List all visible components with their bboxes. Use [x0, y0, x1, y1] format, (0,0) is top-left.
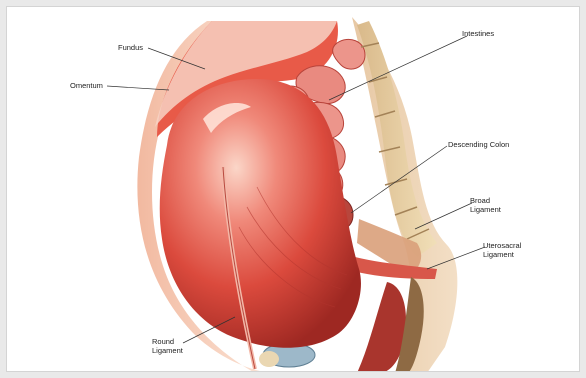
label-uterosacral-ligament-line2: Ligament: [483, 250, 521, 259]
cervix: [357, 282, 406, 372]
label-fundus: Fundus: [118, 43, 143, 52]
pubic-bone: [259, 351, 279, 367]
illustration-frame: Fundus Omentum Intestines Descending Col…: [6, 6, 580, 372]
label-descending-colon: Descending Colon: [448, 140, 509, 149]
anatomy-illustration: [7, 7, 580, 372]
intestine-loop: [333, 39, 365, 69]
label-round-ligament: Round Ligament: [152, 337, 183, 355]
label-uterosacral-ligament: Uterosacral Ligament: [483, 241, 521, 259]
label-omentum: Omentum: [70, 81, 103, 90]
label-broad-ligament: Broad Ligament: [470, 196, 501, 214]
label-round-ligament-line1: Round: [152, 337, 183, 346]
label-broad-ligament-line1: Broad: [470, 196, 501, 205]
label-broad-ligament-line2: Ligament: [470, 205, 501, 214]
label-intestines: Intestines: [462, 29, 494, 38]
label-round-ligament-line2: Ligament: [152, 346, 183, 355]
label-uterosacral-ligament-line1: Uterosacral: [483, 241, 521, 250]
